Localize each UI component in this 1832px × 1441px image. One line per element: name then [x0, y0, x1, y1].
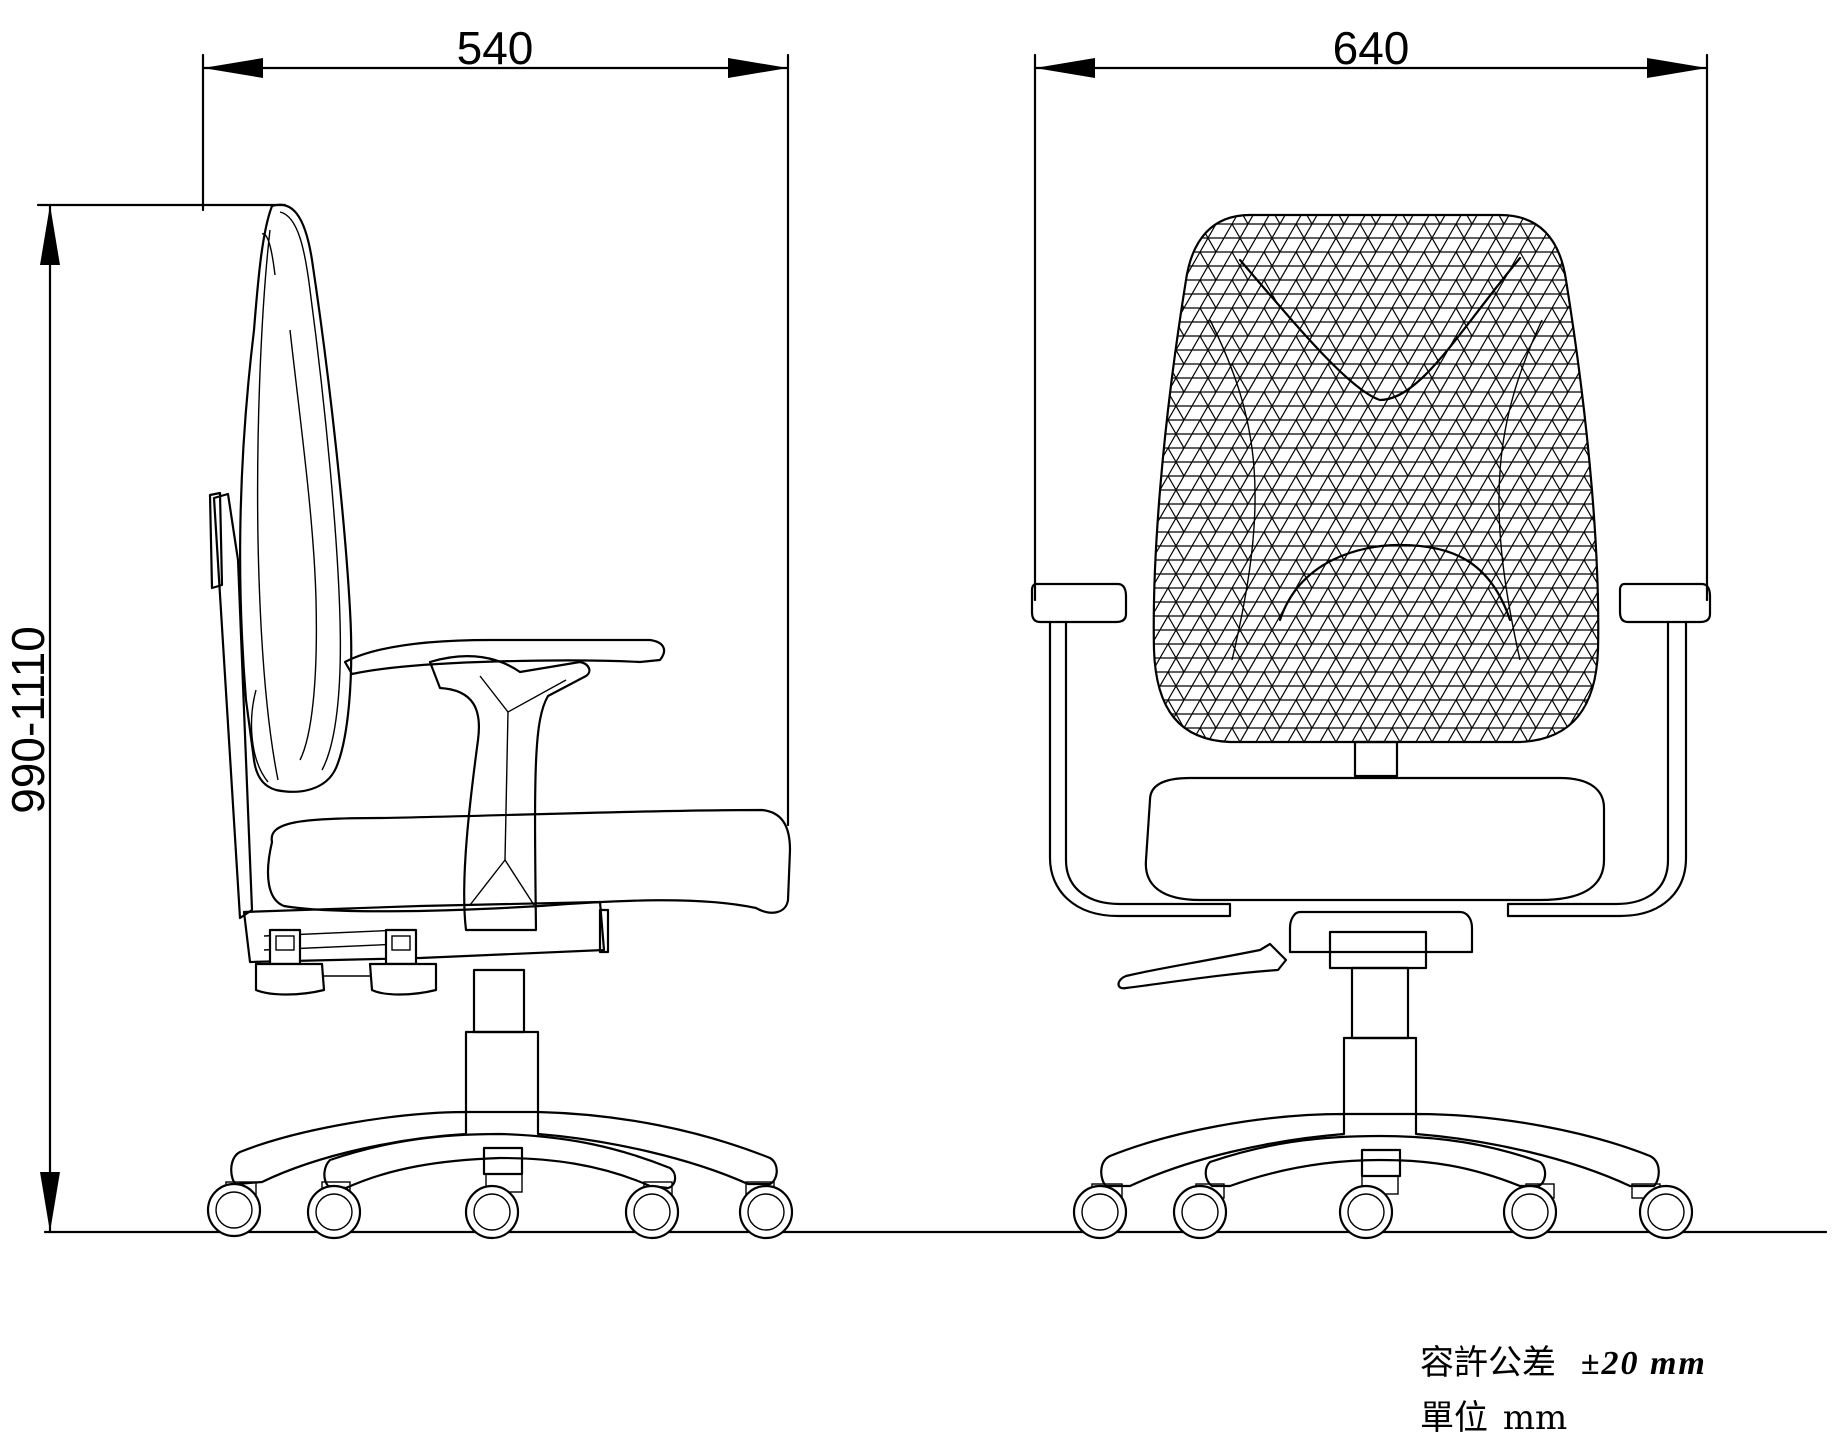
dimension-width-side: 540: [201, 22, 790, 827]
unit-value: mm: [1502, 1398, 1568, 1438]
front-seat-cushion: [1144, 776, 1606, 902]
unit-label: 單位: [1420, 1398, 1488, 1438]
side-caster-4: [624, 1181, 680, 1240]
front-caster-3: [1338, 1175, 1399, 1240]
side-caster-5: [738, 1181, 794, 1240]
dimension-label-540: 540: [457, 22, 534, 74]
front-arm-pad-right: [1618, 582, 1712, 624]
front-view-chair: [1030, 213, 1712, 1240]
dimension-label-height: 990-1110: [2, 626, 54, 814]
front-arm-pad-left: [1030, 582, 1128, 624]
front-caster-4: [1502, 1183, 1558, 1240]
backrest-mesh: [1153, 215, 1599, 742]
tolerance-value: ±20 mm: [1580, 1345, 1707, 1382]
dimension-label-640: 640: [1333, 22, 1410, 74]
side-caster-1: [206, 1181, 262, 1238]
side-caster-2: [306, 1181, 362, 1240]
side-caster-3: [464, 1173, 523, 1240]
front-caster-2: [1172, 1183, 1228, 1240]
front-caster-1: [1072, 1183, 1128, 1240]
backrest-frame: [1152, 213, 1600, 744]
front-caster-5: [1631, 1183, 1694, 1240]
dimension-height: 990-1110: [2, 203, 287, 1234]
unit-note: 單位 mm: [1420, 1390, 1567, 1439]
side-view-chair: [206, 203, 794, 1240]
tolerance-note: 容許公差 ±20 mm: [1420, 1335, 1707, 1384]
dimension-width-front: 640: [1033, 22, 1709, 602]
tolerance-label: 容許公差: [1420, 1343, 1556, 1383]
